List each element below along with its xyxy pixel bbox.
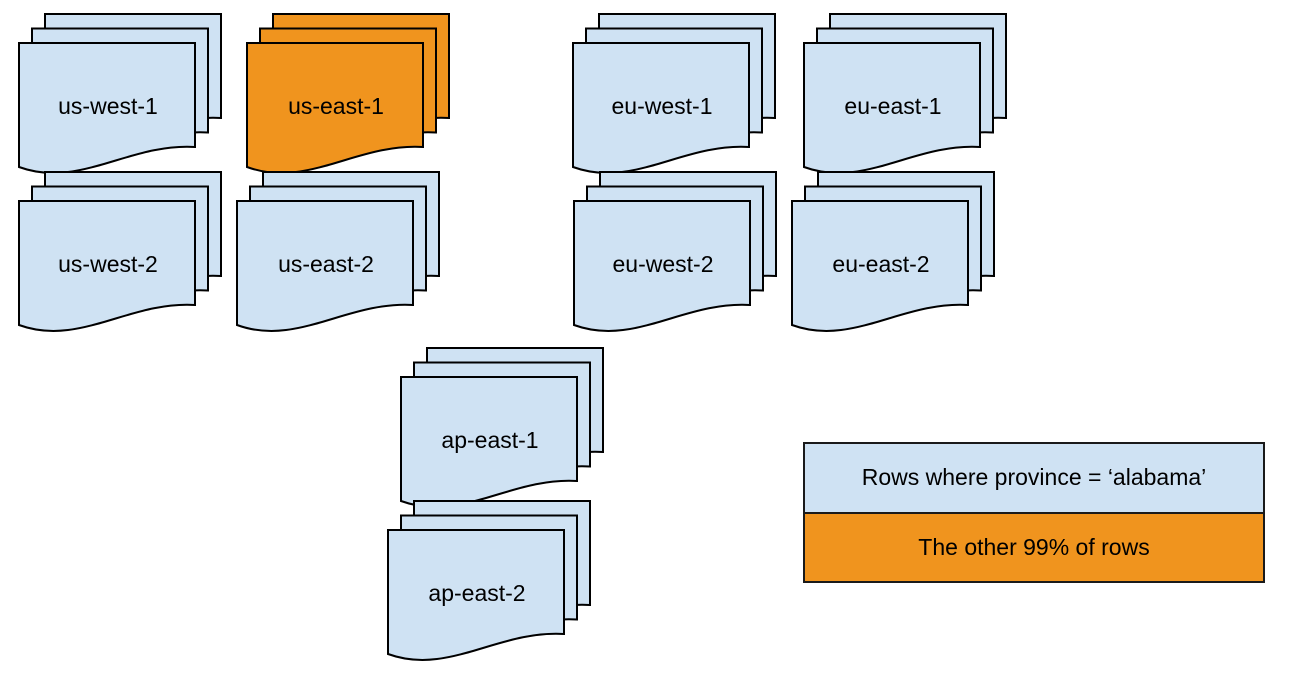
- document-stack-icon: [572, 13, 776, 174]
- document-shape-front: [803, 42, 981, 174]
- document-shape-front: [246, 42, 424, 174]
- region-stack-us-east-2: us-east-2: [236, 171, 441, 334]
- document-stack-icon: [400, 347, 604, 508]
- document-shape-front: [236, 200, 414, 332]
- document-shape-front: [572, 42, 750, 174]
- document-stack-icon: [246, 13, 450, 174]
- document-shape-front: [18, 200, 196, 332]
- region-stack-eu-west-2: eu-west-2: [573, 171, 778, 334]
- document-stack-icon: [18, 13, 222, 174]
- document-stack-icon: [791, 171, 995, 332]
- region-stack-eu-east-2: eu-east-2: [791, 171, 996, 334]
- document-shape-front: [18, 42, 196, 174]
- region-stack-ap-east-1: ap-east-1: [400, 347, 605, 510]
- region-stack-eu-west-1: eu-west-1: [572, 13, 777, 176]
- document-stack-icon: [387, 500, 591, 661]
- document-shape-front: [791, 200, 969, 332]
- document-shape-front: [400, 376, 578, 508]
- document-stack-icon: [573, 171, 777, 332]
- document-stack-icon: [803, 13, 1007, 174]
- document-shape-front: [573, 200, 751, 332]
- legend: Rows where province = ‘alabama’ The othe…: [803, 442, 1265, 583]
- legend-item-label: Rows where province = ‘alabama’: [861, 464, 1207, 491]
- document-stack-icon: [18, 171, 222, 332]
- region-stack-us-west-1: us-west-1: [18, 13, 223, 176]
- legend-item-label: The other 99% of rows: [918, 533, 1150, 560]
- region-stack-us-west-2: us-west-2: [18, 171, 223, 334]
- document-stack-icon: [236, 171, 440, 332]
- region-stack-us-east-1: us-east-1: [246, 13, 451, 176]
- region-stack-eu-east-1: eu-east-1: [803, 13, 1008, 176]
- legend-item-alabama-rows: Rows where province = ‘alabama’: [805, 444, 1263, 514]
- document-shape-front: [387, 529, 565, 661]
- legend-item-other-rows: The other 99% of rows: [805, 513, 1263, 581]
- region-stack-ap-east-2: ap-east-2: [387, 500, 592, 663]
